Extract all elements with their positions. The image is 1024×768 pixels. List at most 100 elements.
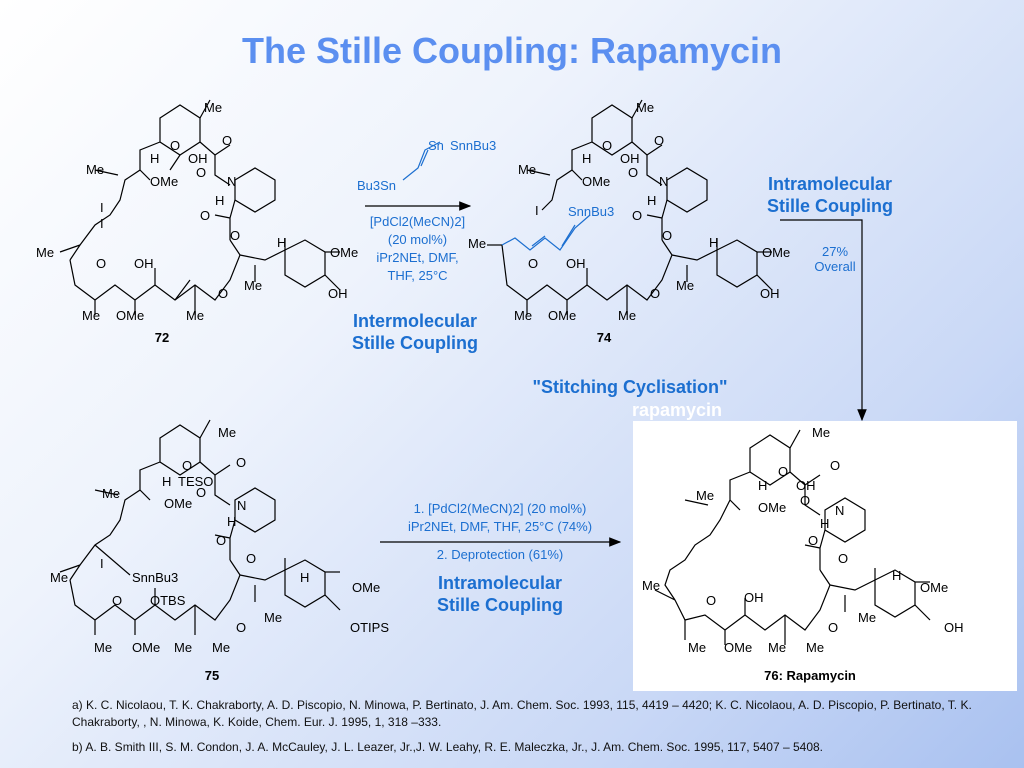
atom-o: O [808, 533, 818, 548]
atom-labels: Me O O H OH Me OMe O N H O O I I Me O OH… [36, 100, 964, 655]
atom-me: Me [174, 640, 192, 655]
atom-i: I [100, 556, 104, 571]
atom-h: H [227, 514, 236, 529]
step1-heading-line: Intermolecular [352, 311, 478, 331]
rapamycin-ghost-label: rapamycin [632, 400, 723, 420]
reference-b: b) A. B. Smith III, S. M. Condon, J. A. … [72, 740, 824, 754]
page-title: The Stille Coupling: Rapamycin [241, 30, 783, 71]
atom-me: Me [768, 640, 786, 655]
atom-o: O [246, 551, 256, 566]
step1-condition-line: THF, 25°C [387, 268, 448, 283]
atom-me: Me [806, 640, 824, 655]
atom-o: O [838, 551, 848, 566]
atom-me: Me [102, 486, 120, 501]
step3-heading: Intramolecular Stille Coupling [405, 572, 595, 616]
atom-ome: OMe [548, 308, 576, 323]
atom-oh: OH [566, 256, 586, 271]
step3-condition-line: 1. [PdCl2(MeCN)2] (20 mol%) [413, 501, 587, 516]
atom-h: H [300, 570, 309, 585]
atom-o: O [632, 208, 642, 223]
arrow-74-to-76 [780, 219, 867, 422]
atom-h: H [647, 193, 656, 208]
step2-yield-line: 27% [821, 244, 849, 259]
structure-74 [487, 99, 773, 315]
atom-me: Me [688, 640, 706, 655]
atom-me: Me [264, 610, 282, 625]
step3-heading-line: Stille Coupling [437, 595, 563, 615]
step1-conditions: [PdCl2(MeCN)2] (20 mol%) iPr2NEt, DMF, T… [355, 213, 480, 285]
structure-72 [59, 99, 341, 315]
atom-o: O [778, 464, 788, 479]
atom-me: Me [618, 308, 636, 323]
atom-o: O [650, 286, 660, 301]
step1-condition-line: (20 mol%) [387, 232, 448, 247]
atom-oh: OH [188, 151, 208, 166]
atom-o: O [528, 256, 538, 271]
atom-n: N [237, 498, 246, 513]
atom-snbu3: SnnBu3 [568, 204, 614, 219]
atom-i: I [100, 200, 104, 215]
atom-oh: OH [744, 590, 764, 605]
reference-a: a) K. C. Nicolaou, T. K. Chakraborty, A.… [72, 698, 972, 729]
atom-me: Me [858, 610, 876, 625]
structure-76 [654, 429, 931, 645]
atom-h: H [758, 478, 767, 493]
atom-oh: OH [760, 286, 780, 301]
step3-conditions-2: 2. Deprotection (61%) [436, 547, 564, 562]
atom-oh: OH [796, 478, 816, 493]
atom-oh: OH [944, 620, 964, 635]
atom-me: Me [676, 278, 694, 293]
atom-o: O [218, 286, 228, 301]
atom-o: O [196, 165, 206, 180]
atom-me: Me [36, 245, 54, 260]
atom-ome: OMe [132, 640, 160, 655]
atom-me: Me [642, 578, 660, 593]
reagent-bottom-label: Bu3Sn [357, 178, 396, 193]
atom-me: Me [218, 425, 236, 440]
atom-teso: TESO [178, 474, 213, 489]
structure-75 [59, 419, 341, 635]
step2-heading-line: Intramolecular [767, 174, 893, 194]
atom-h: H [150, 151, 159, 166]
atom-oh: OH [134, 256, 154, 271]
atom-o: O [196, 485, 206, 500]
atom-o: O [112, 593, 122, 608]
atom-me: Me [696, 488, 714, 503]
atom-h: H [277, 235, 286, 250]
step1-condition-line: iPr2NEt, DMF, [376, 250, 459, 265]
atom-ome: OMe [920, 580, 948, 595]
atom-h: H [582, 151, 591, 166]
atom-o: O [236, 455, 246, 470]
atom-n: N [835, 503, 844, 518]
rapamycin-panel [633, 421, 1017, 691]
stitching-cyclisation-label: "Stitching Cyclisation" [532, 377, 728, 397]
atom-o: O [170, 138, 180, 153]
reagent-top-label: Sn [428, 138, 444, 153]
atom-ome: OMe [164, 496, 192, 511]
atom-o: O [236, 620, 246, 635]
reagent-top-substituent: SnnBu3 [450, 138, 496, 153]
atom-me: Me [636, 100, 654, 115]
atom-i: I [535, 203, 539, 218]
atom-ome: OMe [762, 245, 790, 260]
atom-otips: OTIPS [350, 620, 389, 635]
step3-condition-line: iPr2NEt, DMF, THF, 25°C (74%) [407, 519, 593, 534]
atom-o: O [654, 133, 664, 148]
atom-o: O [602, 138, 612, 153]
atom-ome: OMe [758, 500, 786, 515]
compound-label-76: 76: Rapamycin [764, 668, 856, 683]
atom-ome: OMe [330, 245, 358, 260]
atom-h: H [215, 193, 224, 208]
atom-o: O [628, 165, 638, 180]
atom-o: O [662, 228, 672, 243]
atom-otbs: OTBS [150, 593, 186, 608]
atom-n: N [227, 174, 236, 189]
atom-o: O [222, 133, 232, 148]
atom-o: O [800, 493, 810, 508]
step2-heading: Intramolecular Stille Coupling [740, 173, 920, 217]
step1-heading: Intermolecular Stille Coupling [320, 310, 510, 354]
atom-ome: OMe [724, 640, 752, 655]
compound-label-75: 75 [204, 668, 220, 683]
atom-o: O [200, 208, 210, 223]
